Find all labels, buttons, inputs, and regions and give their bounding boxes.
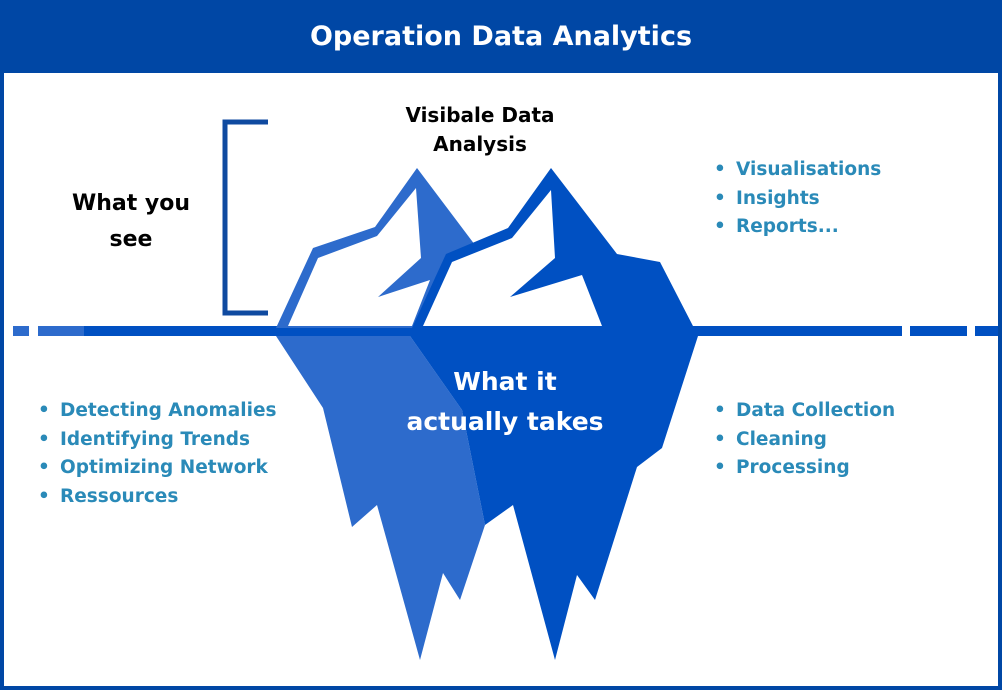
what-it-takes-label: What it actually takes — [406, 367, 604, 436]
bottom-left-list: Detecting Anomalies Identifying Trends O… — [38, 397, 277, 511]
dark-iceberg-snow — [423, 190, 602, 326]
list-item: Optimizing Network — [38, 454, 277, 483]
bracket — [222, 119, 268, 316]
list-item: Visualisations — [714, 156, 881, 185]
waterline-dash — [38, 326, 84, 336]
list-item: Processing — [714, 454, 895, 483]
what-you-see-label: What you see — [71, 191, 191, 252]
light-iceberg-snow — [288, 188, 430, 326]
list-item: Ressources — [38, 483, 277, 512]
title-bar: Operation Data Analytics — [4, 0, 998, 73]
title: Operation Data Analytics — [309, 21, 693, 52]
waterline — [13, 326, 998, 336]
list-item: Detecting Anomalies — [38, 397, 277, 426]
list-item: Cleaning — [714, 426, 895, 455]
waterline-dash — [13, 326, 29, 336]
visible-data-label: Visibale Data Analysis — [405, 103, 555, 156]
list-item: Data Collection — [714, 397, 895, 426]
list-item: Reports... — [714, 213, 881, 242]
waterline-gap — [902, 326, 910, 336]
dark-iceberg-bottom — [410, 336, 698, 660]
bottom-right-list: Data Collection Cleaning Processing — [714, 397, 895, 483]
list-item: Identifying Trends — [38, 426, 277, 455]
waterline-gap — [967, 326, 975, 336]
top-right-list: Visualisations Insights Reports... — [714, 156, 881, 242]
waterline-dash — [84, 326, 998, 336]
light-iceberg-bottom — [276, 336, 485, 660]
list-item: Insights — [714, 185, 881, 214]
